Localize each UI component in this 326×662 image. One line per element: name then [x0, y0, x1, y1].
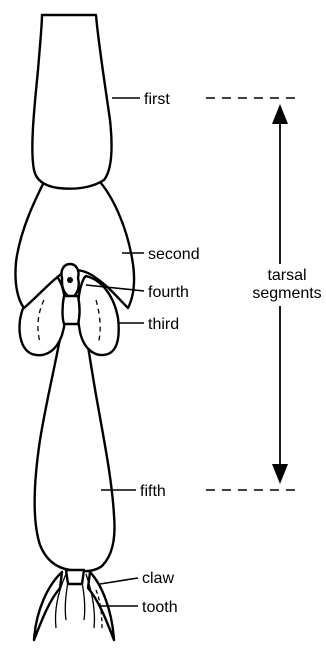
bracket-label-line2: segments — [252, 285, 321, 302]
fourth-segment-stalk — [63, 296, 80, 324]
label-claw: claw — [142, 570, 174, 587]
bracket-arrow-down-icon — [272, 464, 288, 484]
fourth-segment-dot — [67, 277, 73, 283]
label-third: third — [148, 316, 179, 333]
claw-left-outer — [34, 572, 62, 640]
label-fifth: fifth — [140, 483, 166, 500]
label-second: second — [148, 246, 200, 263]
first-segment — [32, 15, 111, 189]
label-tooth: tooth — [142, 599, 178, 616]
bracket-label-line1: tarsal — [267, 267, 306, 284]
leader-claw — [100, 578, 138, 584]
label-first: first — [144, 91, 170, 108]
claw-pad — [66, 570, 84, 584]
bracket-arrow-up-icon — [272, 104, 288, 124]
label-fourth: fourth — [148, 284, 189, 301]
